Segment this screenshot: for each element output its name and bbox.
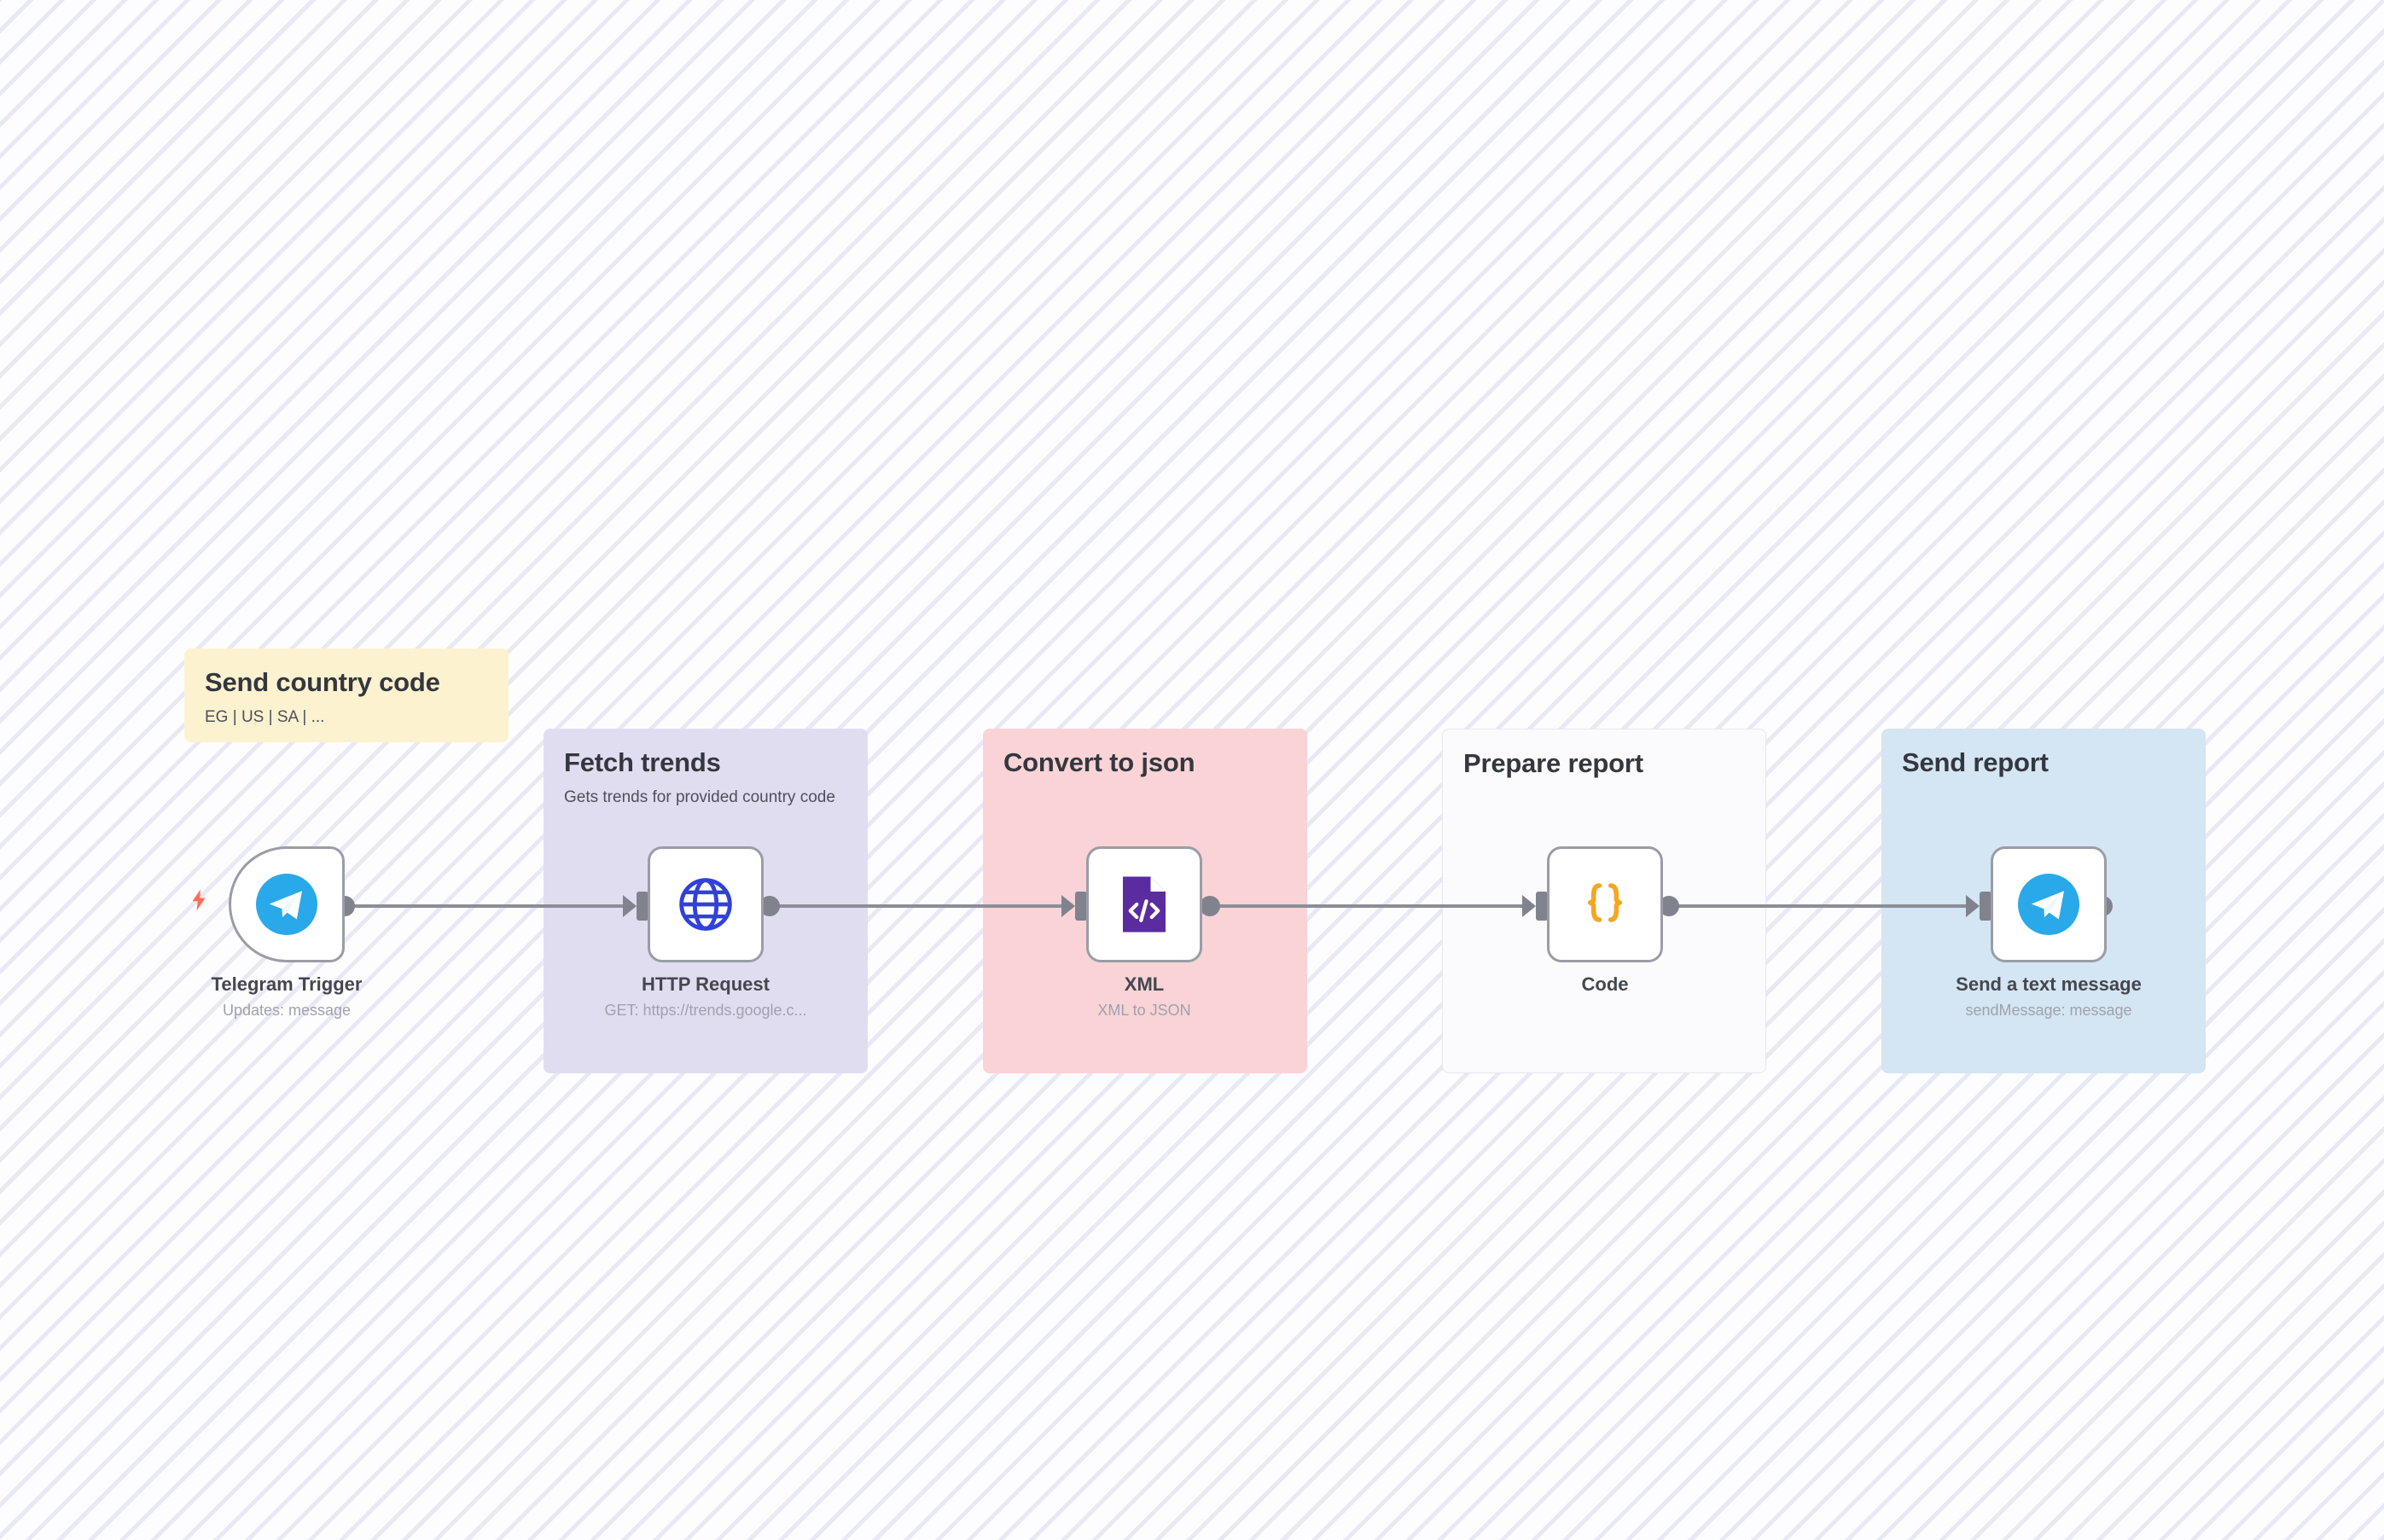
node-caption-telegram-trigger: Telegram Trigger Updates: message	[108, 973, 466, 1020]
xml-file-icon	[1114, 875, 1174, 934]
node-telegram-trigger[interactable]	[229, 846, 345, 962]
connection-arrowhead-http	[623, 895, 637, 917]
node-subtitle: Updates: message	[222, 1001, 352, 1019]
input-port-code[interactable]	[1536, 892, 1548, 921]
input-port-xml[interactable]	[1075, 892, 1087, 921]
sticky-note-send-report[interactable]: Send report	[1881, 729, 2206, 1073]
connection-arrowhead-code	[1522, 895, 1536, 917]
sticky-note-title: Convert to json	[1003, 747, 1195, 777]
node-send-a-text-message[interactable]	[1991, 846, 2107, 962]
node-xml[interactable]	[1086, 846, 1202, 962]
sticky-note-title: Send report	[1902, 747, 2049, 777]
sticky-note-send-country-code[interactable]: Send country code EG | US | SA | ...	[184, 648, 509, 742]
node-code[interactable]	[1547, 846, 1663, 962]
telegram-icon	[2018, 874, 2079, 935]
output-port-xml[interactable]	[1200, 896, 1220, 916]
sticky-note-title: Prepare report	[1463, 748, 1643, 778]
sticky-note-subtitle: Gets trends for provided country code	[564, 787, 835, 806]
curly-braces-icon	[1578, 875, 1632, 934]
connection-line-code-to-send[interactable]	[1672, 904, 1971, 908]
sticky-note-title: Fetch trends	[564, 747, 721, 777]
sticky-note-title: Send country code	[205, 667, 440, 697]
node-http-request[interactable]	[648, 846, 764, 962]
connection-line-trigger-to-http[interactable]	[345, 904, 635, 908]
connection-line-xml-to-code[interactable]	[1212, 904, 1527, 908]
globe-icon	[677, 875, 735, 933]
input-port-http-request[interactable]	[637, 892, 648, 921]
connection-line-http-to-xml[interactable]	[772, 904, 1067, 908]
node-name: Telegram Trigger	[211, 973, 363, 995]
lightning-bolt-icon	[184, 886, 213, 915]
connection-arrowhead-xml	[1061, 895, 1075, 917]
telegram-icon	[256, 874, 317, 935]
connection-arrowhead-send	[1966, 895, 1980, 917]
input-port-send-a-text-message[interactable]	[1980, 892, 1992, 921]
sticky-note-subtitle: EG | US | SA | ...	[205, 707, 325, 726]
